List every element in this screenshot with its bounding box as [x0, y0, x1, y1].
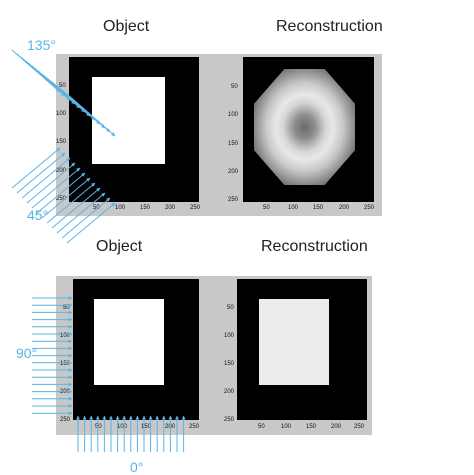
x-tick: 250: [354, 424, 365, 430]
y-tick: 100: [224, 333, 235, 339]
y-tick: 200: [228, 169, 239, 175]
x-tick: 150: [141, 424, 152, 430]
x-tick: 150: [140, 205, 151, 211]
top-object-title: Object: [103, 18, 150, 35]
x-tick: 50: [263, 205, 270, 211]
x-tick: 200: [165, 205, 176, 211]
bottom-object-plot: [73, 279, 199, 420]
y-tick: 150: [228, 141, 239, 147]
top-object-plot: [69, 57, 199, 202]
reconstruction-blur: [254, 69, 355, 185]
top-reconstruction-plot: [243, 57, 374, 202]
x-tick: 200: [339, 205, 350, 211]
x-tick: 250: [190, 205, 201, 211]
ray-arrow-45: [41, 177, 91, 219]
y-tick: 150: [224, 361, 235, 367]
y-tick: 150: [56, 139, 67, 145]
bottom-reconstruction-plot: [237, 279, 367, 420]
ray-arrow-45: [56, 192, 106, 234]
y-tick: 100: [60, 333, 71, 339]
x-tick: 50: [93, 205, 100, 211]
ray-arrow-45: [46, 182, 96, 224]
angle-label-45: 45°: [27, 207, 49, 223]
y-tick: 250: [228, 197, 239, 203]
y-tick: 50: [227, 305, 234, 311]
angle-label-90: 90°: [16, 345, 38, 361]
x-tick: 250: [189, 424, 200, 430]
bottom-object-square: [94, 299, 164, 385]
top-object-square: [92, 77, 165, 164]
y-tick: 50: [231, 84, 238, 90]
x-tick: 150: [306, 424, 317, 430]
y-tick: 200: [224, 389, 235, 395]
ray-arrow-135: [66, 93, 116, 137]
x-tick: 100: [281, 424, 292, 430]
y-tick: 50: [59, 83, 66, 89]
x-tick: 100: [117, 424, 128, 430]
ray-arrow-45: [31, 167, 81, 209]
ray-arrow-45: [11, 147, 61, 189]
y-tick: 100: [228, 112, 239, 118]
ray-arrow-45: [61, 197, 111, 239]
y-tick: 50: [63, 305, 70, 311]
bottom-object-title: Object: [96, 238, 143, 255]
ray-arrow-45: [51, 187, 101, 229]
ray-arrow-45: [21, 157, 71, 199]
y-tick: 150: [60, 361, 71, 367]
x-tick: 150: [313, 205, 324, 211]
y-tick: 250: [60, 417, 71, 423]
ray-arrow-45: [66, 202, 116, 244]
ray-arrow-45: [26, 162, 76, 204]
angle-label-135: 135°: [27, 37, 56, 53]
top-reconstruction-title: Reconstruction: [276, 18, 383, 35]
x-tick: 100: [288, 205, 299, 211]
y-tick: 250: [56, 196, 67, 202]
y-tick: 200: [56, 168, 67, 174]
x-tick: 200: [331, 424, 342, 430]
angle-label-0: 0°: [130, 459, 144, 475]
bottom-reconstruction-title: Reconstruction: [261, 238, 368, 255]
ray-arrow-45: [16, 152, 66, 194]
x-tick: 50: [95, 424, 102, 430]
x-tick: 100: [115, 205, 126, 211]
y-tick: 250: [224, 417, 235, 423]
bottom-reconstruction-square: [259, 299, 329, 385]
x-tick: 50: [258, 424, 265, 430]
ray-arrow-45: [36, 172, 86, 214]
y-tick: 100: [56, 111, 67, 117]
x-tick: 250: [364, 205, 375, 211]
